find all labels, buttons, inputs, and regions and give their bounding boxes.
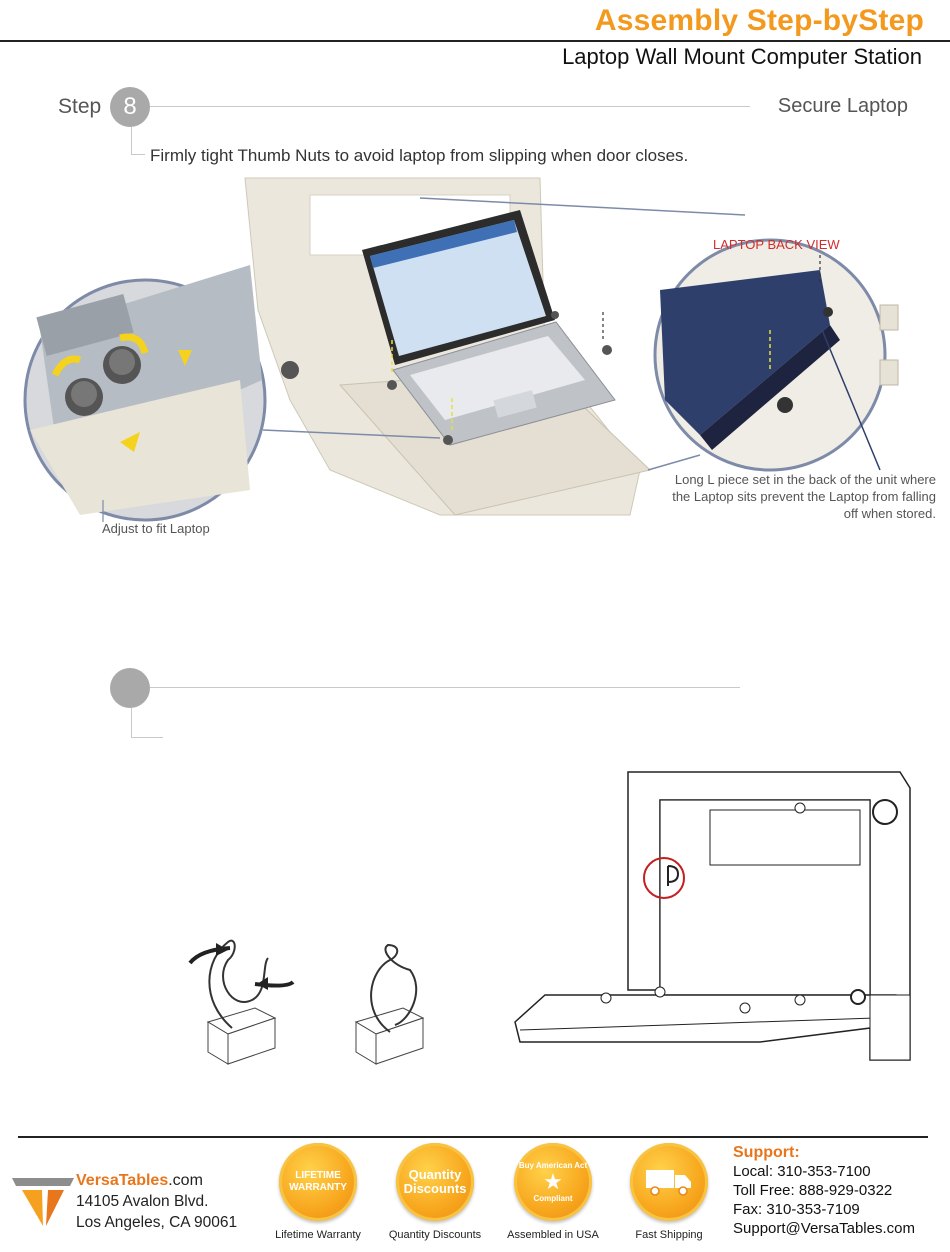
fast-shipping-badge: Fast Shipping (614, 1143, 724, 1241)
address-line: 14105 Avalon Blvd. (76, 1193, 209, 1210)
step-number-badge (110, 668, 150, 708)
long-l-piece-note: Long L piece set in the back of the unit… (640, 471, 936, 522)
badge-text: LIFETIME (295, 1170, 341, 1181)
brand-tld: .com (168, 1172, 203, 1189)
highlight-circle (643, 857, 685, 899)
badge-text: Discounts (403, 1181, 467, 1196)
badge-caption: Quantity Discounts (388, 1229, 482, 1241)
wall-mount-cabinet-drawing (244, 177, 652, 516)
step-instruction: Firmly tight Thumb Nuts to avoid laptop … (150, 146, 689, 165)
buy-american-badge-icon: Buy American Act ★ Compliant (514, 1143, 592, 1221)
brand-name: VersaTables.com (76, 1172, 203, 1190)
versatables-logo-icon (12, 1178, 74, 1226)
star-icon: ★ (543, 1169, 563, 1194)
step-header-line (150, 106, 750, 107)
laptop-back-zoom-drawing (653, 238, 899, 472)
document-title: Assembly Step-byStep (594, 4, 924, 37)
cable-clip-twist-drawing (188, 939, 295, 1065)
support-local-phone: Local: 310-353-7100 (733, 1163, 871, 1180)
thumb-nut-zoom-drawing (23, 265, 267, 522)
badge-text: WARRANTY (289, 1182, 347, 1193)
secure-laptop-illustration (23, 177, 899, 522)
company-address: 14105 Avalon Blvd. Los Angeles, CA 90061 (76, 1191, 237, 1233)
badge-text: Quantity (408, 1167, 462, 1182)
badge-caption: Lifetime Warranty (275, 1229, 361, 1241)
footer-divider (18, 1136, 928, 1138)
badge-text: Buy American Act (518, 1161, 588, 1170)
note-line: off when stored. (843, 506, 936, 521)
step-connector-vertical (131, 127, 132, 154)
laptop-back-view-label: LAPTOP BACK VIEW (713, 237, 840, 252)
document-subtitle: Laptop Wall Mount Computer Station (562, 44, 922, 69)
step-number-badge: 8 (110, 87, 150, 127)
fast-shipping-badge-icon (630, 1143, 708, 1221)
leader-line (262, 429, 441, 439)
support-heading: Support: (733, 1144, 800, 1161)
brand-name-text: VersaTables (76, 1172, 169, 1189)
step-connector-horizontal (131, 737, 163, 738)
cable-clip-drawing (354, 943, 425, 1065)
note-line: the Laptop sits prevent the Laptop from … (672, 489, 936, 504)
note-line: Long L piece set in the back of the unit… (674, 472, 936, 487)
step-connector-horizontal (131, 154, 145, 155)
support-email: Support@VersaTables.com (733, 1220, 915, 1237)
wall-mount-cabinet-line-drawing (514, 771, 911, 1061)
truck-icon (646, 1170, 691, 1196)
adjust-callout: Adjust to fit Laptop (102, 521, 210, 536)
leader-line (647, 454, 701, 471)
address-line: Los Angeles, CA 90061 (76, 1214, 238, 1231)
badge-caption: Assembled in USA (507, 1229, 599, 1241)
step-label: Step (58, 95, 102, 118)
step-header-line (150, 687, 740, 688)
step-number: 8 (123, 93, 137, 120)
step-connector-vertical (131, 708, 132, 737)
leader-line (419, 197, 746, 216)
leader-line (819, 324, 881, 471)
cable-holder-illustration (188, 771, 911, 1065)
badge-caption: Fast Shipping (635, 1229, 703, 1241)
support-toll-free: Toll Free: 888-929-0322 (733, 1182, 893, 1199)
support-fax: Fax: 310-353-7109 (733, 1201, 860, 1218)
badge-text: Compliant (533, 1194, 573, 1203)
header-divider (0, 40, 950, 42)
step-heading: Secure Laptop (777, 95, 908, 117)
assembled-in-usa-badge: Buy American Act ★ Compliant Assembled i… (498, 1143, 608, 1241)
